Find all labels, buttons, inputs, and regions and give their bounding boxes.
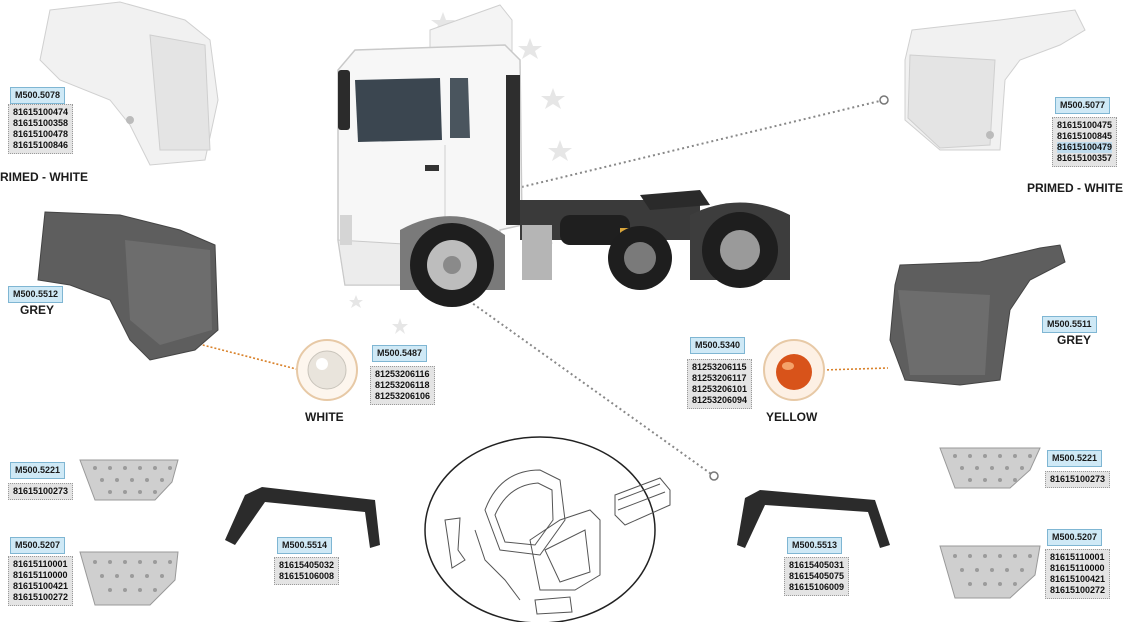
- part-number: 81615100273: [1050, 474, 1106, 484]
- part-code-lamp-yellow: M500.5340: [690, 337, 746, 354]
- part-number: 81615100475: [1057, 120, 1113, 130]
- part-code-mudguard-white-right: M500.5077: [1055, 97, 1111, 114]
- part-number: 81253206094: [692, 395, 748, 405]
- part-code-step-small-right: M500.5221: [1047, 450, 1103, 467]
- part-number: 81615100478: [13, 129, 69, 139]
- leader-dot: [879, 95, 889, 105]
- part-number: 81615100358: [13, 118, 69, 128]
- finish-label-white-right: PRIMED - WHITE: [1027, 181, 1123, 195]
- part-number: 81615100421: [1050, 574, 1106, 584]
- part-number: 81615100272: [1050, 585, 1106, 595]
- part-number: 81615110000: [13, 570, 68, 580]
- part-number: 81253206116: [375, 369, 430, 379]
- part-number: 81253206101: [692, 384, 748, 394]
- part-numbers-step-large-left: 81615110001 81615110000 81615100421 8161…: [8, 556, 74, 606]
- truck-tractor: [337, 4, 790, 307]
- leader-line-lamp-yellow: [822, 367, 889, 371]
- part-number: 81253206118: [375, 380, 430, 390]
- assembly-detail-drawing: [424, 436, 671, 622]
- part-number: 81615110001: [13, 559, 68, 569]
- side-lamp-white: [296, 339, 358, 401]
- step-plate-large-left: [79, 551, 179, 606]
- part-numbers-bracket-right: 81615405031 81615405075 81615106009: [784, 557, 850, 596]
- part-code-lamp-white: M500.5487: [372, 345, 428, 362]
- colour-label-white: WHITE: [305, 410, 344, 424]
- part-numbers-step-small-right: 81615100273: [1045, 471, 1111, 488]
- part-number: 81253206117: [692, 373, 747, 383]
- part-numbers-bracket-left: 81615405032 81615106008: [274, 557, 340, 585]
- mudguard-white-left: [39, 1, 219, 166]
- part-numbers-lamp-white: 81253206116 81253206118 81253206106: [370, 366, 436, 405]
- leader-line-lamp-white: [194, 342, 301, 371]
- part-number: 81253206106: [375, 391, 431, 401]
- part-number: 81615100273: [13, 486, 69, 496]
- step-plate-large-right: [939, 545, 1041, 599]
- part-number: 81615106009: [789, 582, 845, 592]
- leader-line-mudguard-right: [404, 99, 885, 216]
- side-lamp-yellow: [763, 339, 825, 401]
- finish-label-grey-right: GREY: [1057, 333, 1092, 347]
- part-number: 81615405032: [279, 560, 335, 570]
- mudguard-grey-left: [37, 211, 219, 361]
- part-code-bracket-right: M500.5513: [787, 537, 843, 554]
- part-code-mudguard-grey-left: M500.5512: [8, 286, 64, 303]
- part-number: 81615100357: [1057, 153, 1113, 163]
- part-numbers-lamp-yellow: 81253206115 81253206117 81253206101 8125…: [687, 359, 753, 409]
- leader-line-detail: [464, 297, 715, 477]
- step-bracket-right: [737, 490, 890, 548]
- part-number: 81615100421: [13, 581, 69, 591]
- part-numbers-mudguard-white-left: 81615100474 81615100358 81615100478 8161…: [8, 104, 74, 154]
- step-perforations: [93, 454, 1032, 592]
- step-bracket-left: [225, 487, 380, 548]
- colour-label-yellow: YELLOW: [766, 410, 818, 424]
- leader-dot: [709, 471, 719, 481]
- finish-label-grey-left: GREY: [20, 303, 55, 317]
- finish-label-white-left: PRIMED - WHITE: [0, 170, 88, 184]
- part-code-step-large-right: M500.5207: [1047, 529, 1103, 546]
- part-number: 81253206115: [692, 362, 747, 372]
- part-code-step-large-left: M500.5207: [10, 537, 66, 554]
- part-code-mudguard-white-left: M500.5078: [10, 87, 66, 104]
- part-numbers-step-large-right: 81615110001 81615110000 81615100421 8161…: [1045, 549, 1111, 599]
- part-number: 81615405031: [789, 560, 845, 570]
- part-number: 81615100479: [1057, 142, 1113, 153]
- part-numbers-step-small-left: 81615100273: [8, 483, 74, 500]
- mudguard-grey-right: [889, 244, 1066, 386]
- part-number: 81615100272: [13, 592, 69, 602]
- part-number: 81615106008: [279, 571, 335, 581]
- part-code-mudguard-grey-right: M500.5511: [1042, 316, 1097, 333]
- part-numbers-mudguard-white-right: 81615100475 81615100845 81615100479 8161…: [1052, 117, 1118, 167]
- part-code-bracket-left: M500.5514: [277, 537, 333, 554]
- part-number: 81615100474: [13, 107, 69, 117]
- part-number: 81615405075: [789, 571, 845, 581]
- mudguard-white-right: [904, 9, 1086, 151]
- part-number: 81615100845: [1057, 131, 1113, 141]
- step-plate-small-left: [79, 459, 179, 501]
- part-number: 81615110001: [1050, 552, 1105, 562]
- part-number: 81615100846: [13, 140, 69, 150]
- part-code-step-small-left: M500.5221: [10, 462, 66, 479]
- part-number: 81615110000: [1050, 563, 1105, 573]
